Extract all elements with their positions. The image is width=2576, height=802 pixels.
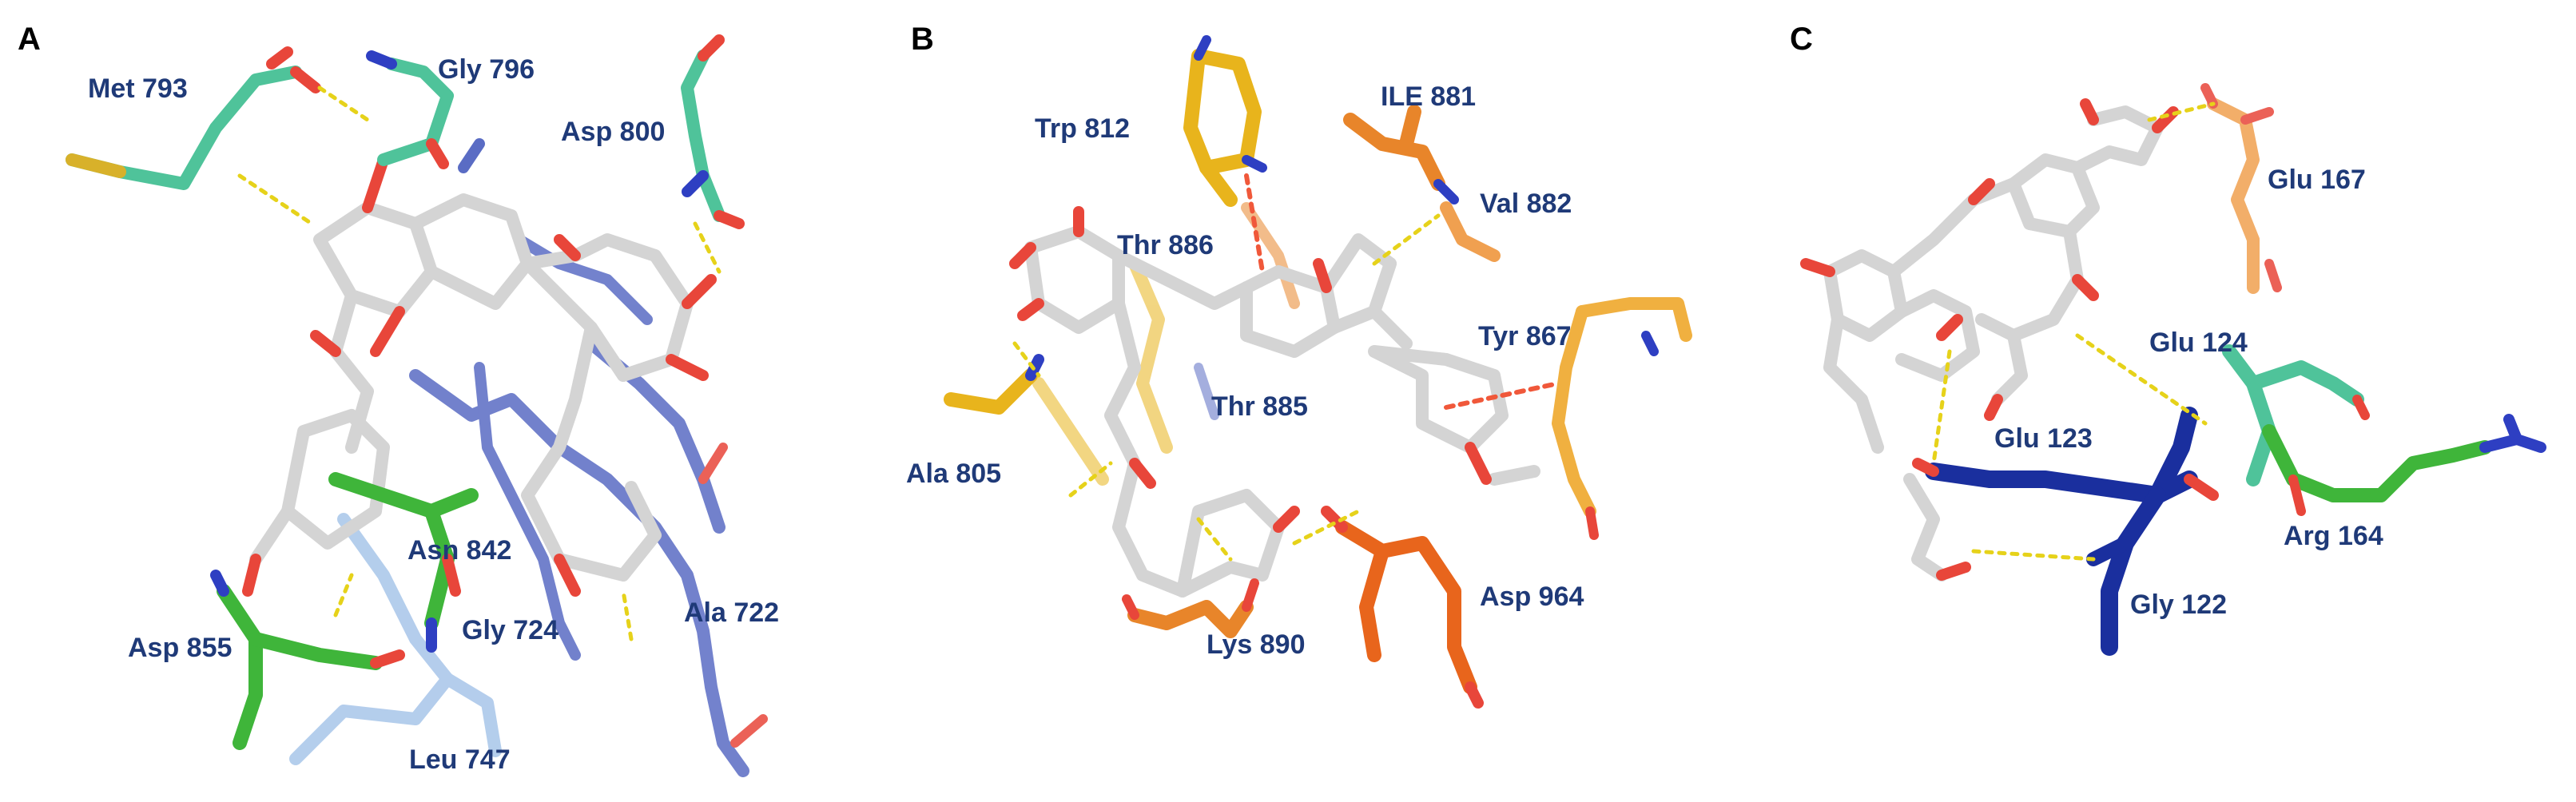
ligand-b [1009, 206, 1540, 598]
label-val-882: Val 882 [1480, 189, 1572, 219]
hbond-b-1 [1372, 213, 1441, 266]
label-met-793: Met 793 [88, 73, 188, 104]
leu-747-sticks [289, 513, 502, 765]
ligand-a [242, 138, 717, 597]
label-asn-842: Asn 842 [407, 535, 511, 566]
hbond-b-5 [1292, 509, 1361, 546]
panel-b: B [906, 22, 1692, 709]
label-thr-886: Thr 886 [1117, 230, 1214, 260]
label-thr-885: Thr 885 [1211, 391, 1308, 422]
hbond-a-1 [317, 85, 370, 122]
label-gly-796: Gly 796 [438, 54, 535, 85]
label-ala-722: Ala 722 [684, 598, 779, 628]
asn-842-sticks [328, 472, 479, 653]
label-glu-123: Glu 123 [1994, 423, 2093, 454]
asp-800-sticks [681, 34, 745, 229]
trp-812-sticks [1183, 35, 1267, 207]
label-trp-812: Trp 812 [1035, 113, 1130, 144]
hbond-c-4 [1971, 549, 2096, 562]
hbond-a-2 [237, 173, 314, 226]
label-lys-890: Lys 890 [1207, 629, 1306, 660]
panel-c: C [1790, 22, 2546, 656]
hbond-a-4 [333, 573, 354, 617]
hbond-c-3 [1931, 349, 1952, 466]
asp-964-sticks [1321, 506, 1484, 709]
label-glu-167: Glu 167 [2268, 165, 2366, 195]
met-793-sticks [66, 46, 321, 190]
glu-124-sticks [2222, 344, 2370, 486]
panel-a: A [18, 22, 779, 777]
hbond-b-3 [1068, 461, 1113, 498]
asp-855-sticks [210, 570, 405, 750]
pi-interaction-b-1 [1244, 173, 1265, 274]
ligand-c [1800, 98, 2179, 582]
label-ala-805: Ala 805 [906, 459, 1001, 489]
gly-796-sticks [366, 50, 454, 169]
val-882-sticks [1440, 201, 1501, 262]
label-asp-964: Asp 964 [1480, 582, 1584, 612]
label-gly-724: Gly 724 [462, 615, 559, 645]
label-arg-164: Arg 164 [2284, 521, 2383, 551]
ile-881-sticks [1343, 105, 1459, 204]
hbond-c-1 [2147, 101, 2216, 122]
lys-890-sticks [1122, 578, 1259, 638]
gly-122-sticks [2086, 486, 2166, 656]
panel-letter-c: C [1790, 22, 1813, 57]
hbond-a-5 [621, 589, 634, 641]
label-asp-855: Asp 855 [128, 633, 232, 663]
hbond-b-4 [1196, 517, 1233, 562]
tyr-867-sticks [1552, 297, 1692, 540]
label-gly-122: Gly 122 [2130, 590, 2227, 620]
ala-805-sticks [944, 354, 1044, 415]
glu-167-sticks [2200, 83, 2282, 294]
hbond-c-2 [2075, 333, 2208, 426]
label-ile-881: ILE 881 [1381, 81, 1476, 112]
label-leu-747: Leu 747 [409, 744, 511, 775]
hbond-a-3 [693, 221, 722, 274]
panel-letter-a: A [18, 22, 41, 57]
pi-interaction-b-2 [1444, 381, 1560, 410]
panel-letter-b: B [911, 22, 934, 57]
label-tyr-867: Tyr 867 [1478, 321, 1572, 351]
hbond-b-2 [1012, 341, 1041, 378]
label-asp-800: Asp 800 [561, 117, 665, 147]
translucent-sticks-b [1032, 202, 1300, 486]
arg-164-sticks [2262, 414, 2546, 516]
label-glu-124: Glu 124 [2149, 328, 2248, 358]
